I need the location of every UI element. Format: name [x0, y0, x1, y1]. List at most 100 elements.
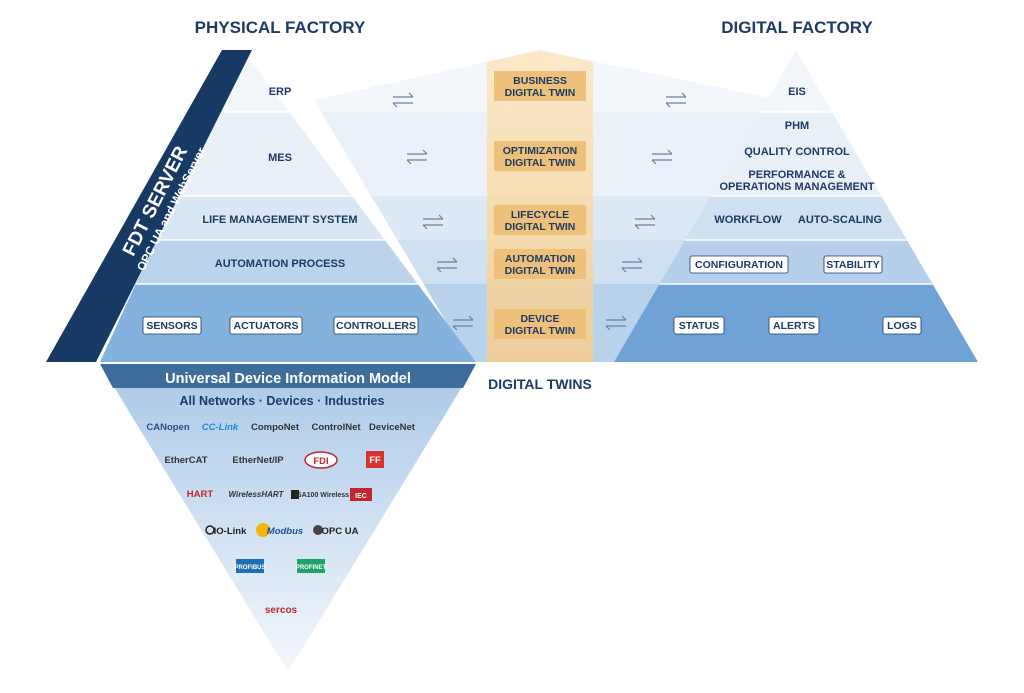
protocol-logo-fdi: FDI — [304, 451, 338, 469]
pill-stability-label: STABILITY — [826, 259, 879, 271]
bidirectional-arrow-icon — [605, 315, 627, 331]
protocol-logo-sercos: sercos — [265, 605, 298, 616]
svg-text:OPC UA: OPC UA — [322, 526, 359, 537]
level-workflow: WORKFLOW — [714, 214, 782, 226]
bidirectional-arrow-icon — [436, 257, 458, 273]
svg-text:DeviceNet: DeviceNet — [369, 422, 416, 433]
svg-text:WirelessHART: WirelessHART — [229, 490, 285, 499]
level-mes: MES — [268, 152, 292, 164]
fdt-server-banner — [46, 50, 252, 362]
bidirectional-arrow-icon — [621, 257, 643, 273]
bidirectional-arrow-icon — [634, 214, 656, 230]
level-automation-process: AUTOMATION PROCESS — [215, 258, 345, 270]
sync-arrows — [392, 92, 687, 331]
svg-text:FDI: FDI — [313, 456, 328, 467]
bidirectional-arrow-icon — [406, 149, 428, 165]
bidirectional-arrow-icon — [422, 214, 444, 230]
protocol-logo-profinet: PROFINET — [296, 559, 327, 573]
twin-optimization-line2: DIGITAL TWIN — [505, 157, 576, 169]
twin-box-optimization: OPTIMIZATION DIGITAL TWIN — [494, 141, 586, 171]
svg-text:CompoNet: CompoNet — [251, 422, 300, 433]
udim-triangle — [100, 364, 476, 672]
pill-configuration-label: CONFIGURATION — [695, 259, 783, 271]
protocol-logo-iolink: IO-Link — [205, 525, 247, 537]
protocol-logo-opcua: OPC UA — [313, 525, 359, 537]
twin-box-lifecycle: LIFECYCLE DIGITAL TWIN — [494, 205, 586, 235]
protocol-logo-wirelesshart: WirelessHART — [229, 490, 285, 499]
level-phm: PHM — [785, 120, 809, 132]
protocol-logo-ethernetip: EtherNet/IP — [232, 455, 284, 466]
twin-device-line1: DEVICE — [520, 313, 559, 325]
pill-controllers-label: CONTROLLERS — [336, 320, 416, 332]
svg-text:Modbus: Modbus — [267, 526, 303, 537]
protocol-logo-hart: HART — [187, 489, 214, 500]
udim-title: Universal Device Information Model — [165, 371, 411, 387]
level-performance-line2: OPERATIONS MANAGEMENT — [719, 181, 874, 193]
udim-title-bar — [100, 364, 476, 388]
level-quality-control: QUALITY CONTROL — [744, 146, 850, 158]
svg-text:HART: HART — [187, 489, 214, 500]
pill-actuators-label: ACTUATORS — [234, 320, 299, 332]
twin-lifecycle-line1: LIFECYCLE — [511, 209, 569, 221]
level-erp: ERP — [269, 86, 292, 98]
protocol-logo-fieldbus-foundation: FF — [366, 451, 384, 468]
bidirectional-arrow-icon — [452, 315, 474, 331]
pill-alerts: ALERTS — [768, 316, 820, 335]
pill-logs: LOGS — [882, 316, 922, 335]
pill-configuration: CONFIGURATION — [689, 255, 789, 274]
svg-text:IEC: IEC — [355, 493, 367, 500]
protocol-logo-profibus: PROFIBUS — [234, 559, 266, 573]
svg-text:EtherCAT: EtherCAT — [164, 455, 207, 466]
svg-text:EtherNet/IP: EtherNet/IP — [232, 455, 284, 466]
svg-text:CC-Link: CC-Link — [202, 422, 239, 433]
svg-text:PROFIBUS: PROFIBUS — [234, 565, 265, 571]
pill-status: STATUS — [673, 316, 725, 335]
protocol-logo-isa100: ISA100 Wireless — [291, 490, 349, 499]
svg-text:ISA100 Wireless: ISA100 Wireless — [295, 492, 349, 499]
level-performance-line1: PERFORMANCE & — [748, 169, 845, 181]
level-eis: EIS — [788, 86, 806, 98]
pill-alerts-label: ALERTS — [773, 320, 815, 332]
svg-text:sercos: sercos — [265, 605, 298, 616]
twin-business-line1: BUSINESS — [513, 75, 567, 87]
twin-column-top — [487, 50, 593, 62]
svg-text:IO-Link: IO-Link — [214, 526, 247, 537]
twin-automation-line2: DIGITAL TWIN — [505, 265, 576, 277]
protocol-logo-modbus: Modbus — [256, 523, 303, 537]
pill-stability: STABILITY — [823, 255, 883, 274]
twin-device-line2: DIGITAL TWIN — [505, 325, 576, 337]
protocol-logo-cclink: CC-Link — [202, 422, 239, 433]
svg-text:CANopen: CANopen — [146, 422, 189, 433]
twin-box-device: DEVICE DIGITAL TWIN — [494, 309, 586, 339]
physical-factory-title: PHYSICAL FACTORY — [195, 18, 366, 37]
svg-text:FF: FF — [369, 455, 381, 466]
protocol-logo-iec: IEC — [350, 488, 372, 501]
pill-controllers: CONTROLLERS — [333, 316, 419, 335]
level-auto-scaling: AUTO-SCALING — [798, 214, 882, 226]
svg-text:ControlNet: ControlNet — [311, 422, 361, 433]
twin-optimization-line1: OPTIMIZATION — [503, 145, 577, 157]
bidirectional-arrow-icon — [665, 92, 687, 108]
digital-twins-title: DIGITAL TWINS — [488, 376, 592, 392]
protocol-logo-controlnet: ControlNet — [311, 422, 361, 433]
svg-text:PROFINET: PROFINET — [296, 565, 327, 571]
pill-status-label: STATUS — [679, 320, 719, 332]
bidirectional-arrow-icon — [651, 149, 673, 165]
protocol-logo-ethercat: EtherCAT — [164, 455, 207, 466]
protocol-logo-canopen: CANopen — [146, 422, 189, 433]
protocol-logo-componet: CompoNet — [251, 422, 300, 433]
level-life-management: LIFE MANAGEMENT SYSTEM — [202, 214, 357, 226]
digital-factory-title: DIGITAL FACTORY — [721, 18, 873, 37]
bidirectional-arrow-icon — [392, 92, 414, 108]
twin-business-line2: DIGITAL TWIN — [505, 87, 576, 99]
pill-sensors: SENSORS — [142, 316, 202, 335]
protocol-logo-devicenet: DeviceNet — [369, 422, 416, 433]
twin-automation-line1: AUTOMATION — [505, 253, 575, 265]
twin-box-business: BUSINESS DIGITAL TWIN — [494, 71, 586, 101]
pill-sensors-label: SENSORS — [146, 320, 197, 332]
twin-lifecycle-line2: DIGITAL TWIN — [505, 221, 576, 233]
pill-logs-label: LOGS — [887, 320, 917, 332]
twin-box-automation: AUTOMATION DIGITAL TWIN — [494, 249, 586, 279]
pill-actuators: ACTUATORS — [229, 316, 303, 335]
